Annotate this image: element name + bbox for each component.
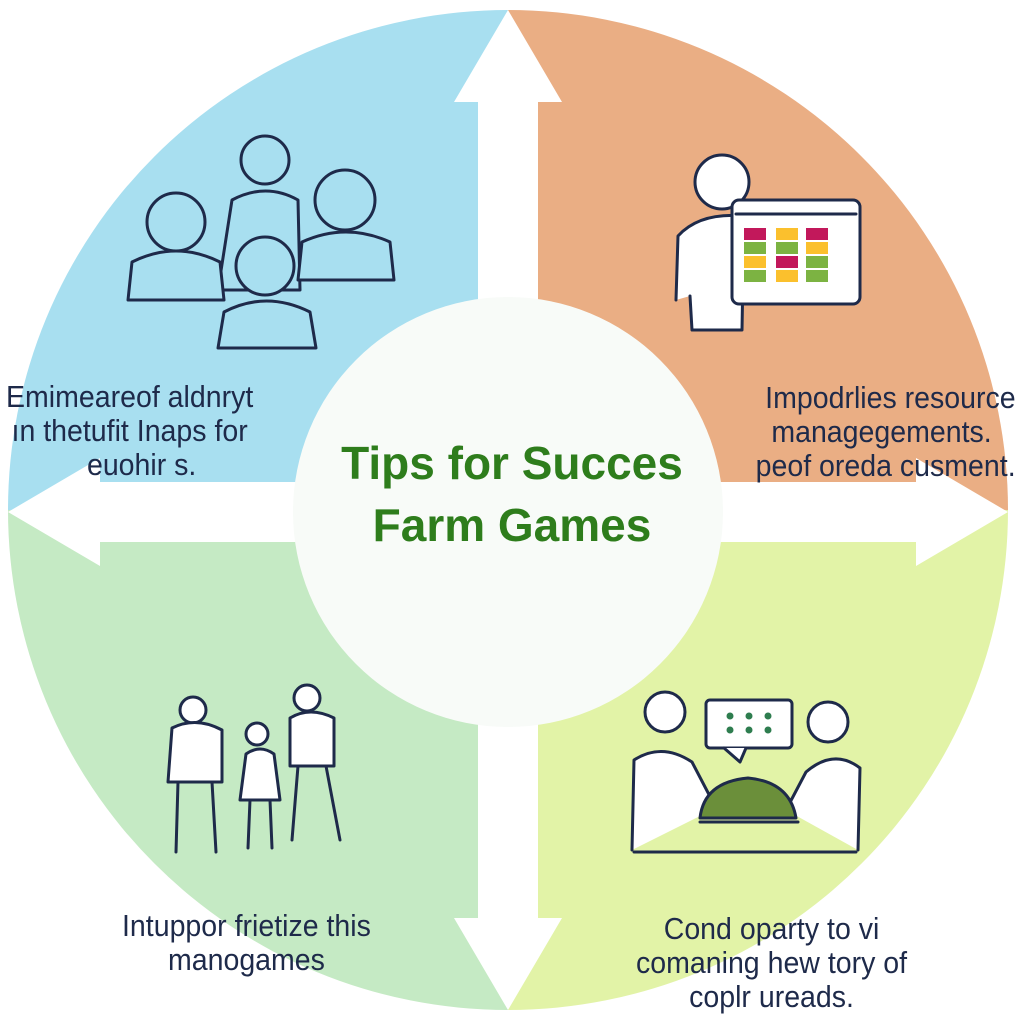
label-line: euohir s. [86, 447, 197, 482]
label-line: ın thetufit Inaps for [11, 413, 248, 448]
label-line: manogames [167, 942, 325, 977]
quadrant-bottom-right-label: Cond oparty to vi comaning hew tory of c… [636, 912, 907, 1014]
title-line: Tips for Succes [341, 437, 683, 489]
family-icon [166, 683, 342, 854]
person-with-chart-board-icon [674, 153, 862, 332]
label-line: Impodrlies resource [765, 380, 1016, 415]
label-line: Intuppor frietize this [122, 908, 371, 943]
title-line: Farm Games [372, 499, 652, 551]
label-line: managegements. [771, 414, 993, 449]
label-line: peof oreda cusment. [755, 448, 1016, 483]
label-line: Cond oparty to vi [663, 911, 880, 946]
quadrant-bottom-left-label: Intuppor frietize this manogames [122, 909, 371, 977]
group-of-people-icon [126, 134, 396, 350]
diagram-title: Tips for Succes Farm Games [312, 432, 712, 556]
quadrant-top-left-label: Emimeareof aldnryt ın thetufit Inaps for… [6, 380, 253, 482]
label-line: Emimeareof aldnryt [6, 379, 254, 414]
center-circle [293, 297, 723, 727]
label-line: comaning hew tory of [636, 945, 908, 980]
quadrant-top-right-label: Impodrlies resource managegements. peof … [756, 381, 1016, 483]
label-line: coplr ureads. [689, 979, 854, 1014]
two-people-sharing-crop-icon [630, 690, 862, 854]
